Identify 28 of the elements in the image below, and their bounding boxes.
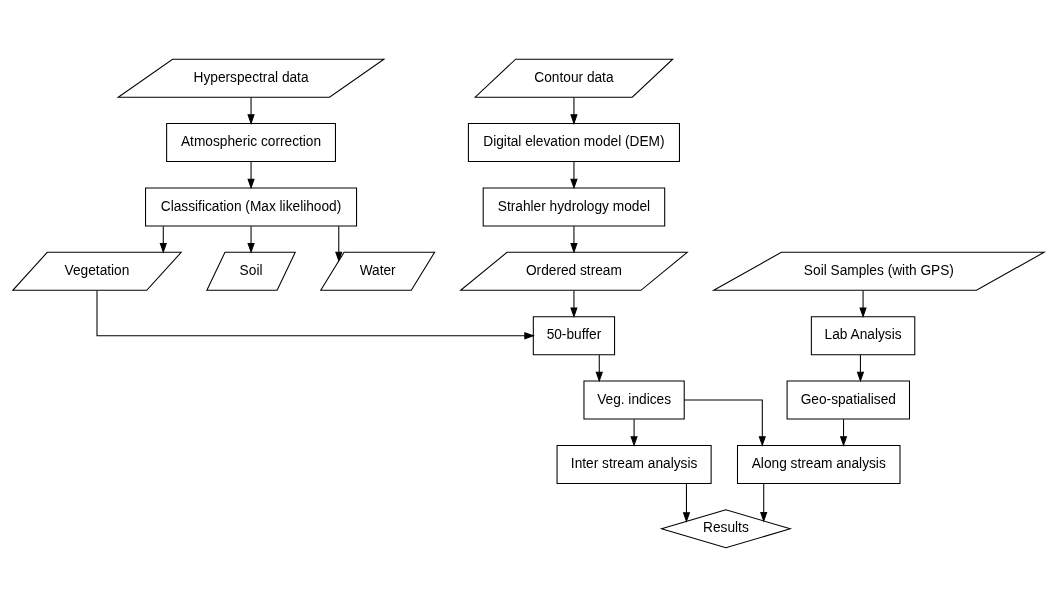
- node-box: Digital elevation model (DEM): [467, 122, 680, 162]
- node-box: Strahler hydrology model: [482, 186, 666, 226]
- arrow: [335, 225, 343, 262]
- node-box: Inter stream analysis: [556, 444, 712, 484]
- node-box: 50-buffer: [532, 315, 616, 355]
- arrow: [595, 353, 603, 382]
- node-box: Lab Analysis: [810, 315, 916, 355]
- node-box: Along stream analysis: [736, 444, 901, 484]
- arrow: [682, 482, 691, 523]
- arrow: [683, 399, 766, 447]
- arrow: [859, 289, 867, 318]
- arrow: [839, 418, 848, 447]
- arrow: [96, 289, 535, 339]
- arrow: [570, 289, 578, 318]
- node-box: Atmospheric correction: [166, 122, 336, 162]
- arrow: [570, 160, 578, 189]
- arrow: [570, 225, 578, 254]
- arrow: [760, 482, 768, 522]
- arrow: [247, 96, 255, 125]
- arrow: [630, 418, 638, 447]
- node-box: Geo-spatialised: [786, 380, 911, 420]
- node-box: Veg. indices: [583, 380, 685, 420]
- arrow: [856, 353, 865, 382]
- node-box: Classification (Max likelihood): [145, 186, 358, 226]
- arrow: [247, 160, 255, 189]
- arrow: [570, 96, 578, 125]
- arrow: [247, 225, 255, 254]
- arrow: [159, 225, 167, 254]
